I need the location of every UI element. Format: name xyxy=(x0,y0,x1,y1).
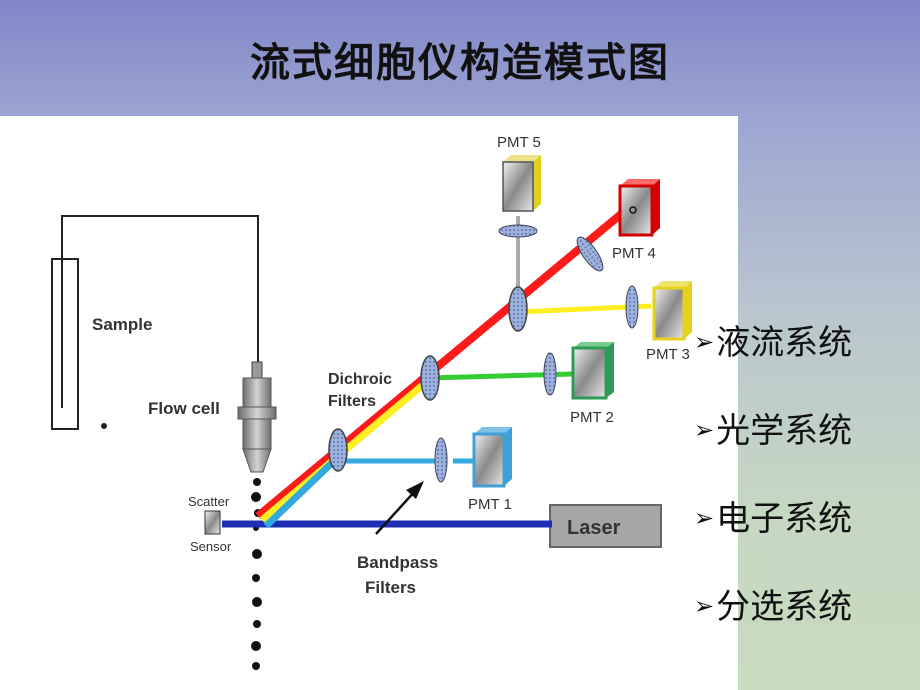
scatter-sensor-label-2: Sensor xyxy=(190,539,232,554)
slide-title: 流式细胞仪构造模式图 xyxy=(250,39,670,86)
bullet-item-electronics: ➢电子系统 xyxy=(694,491,920,541)
arrow-bullet-icon: ➢ xyxy=(694,504,715,532)
scatter-sensor-label-1: Scatter xyxy=(188,494,230,509)
pmt-4-detector xyxy=(618,179,660,237)
bandpass-label-1: Bandpass xyxy=(357,553,438,572)
pmt-1-detector xyxy=(472,427,512,488)
sample-tube xyxy=(51,215,259,430)
laser-label: Laser xyxy=(567,517,621,539)
bandpass-filters xyxy=(434,224,639,483)
flow-cell-label: Flow cell xyxy=(148,399,220,418)
flow-cell xyxy=(237,361,277,473)
bullet-text: 电子系统 xyxy=(716,499,853,539)
pmt-3-label: PMT 3 xyxy=(646,346,690,363)
scatter-sensor xyxy=(204,510,221,535)
bullet-item-optics: ➢光学系统 xyxy=(694,403,920,453)
pmt-1-label: PMT 1 xyxy=(468,496,512,513)
bullet-item-fluidics: ➢液流系统 xyxy=(694,315,920,365)
bandpass-label-2: Filters xyxy=(365,578,416,597)
pmt-5-label: PMT 5 xyxy=(497,134,541,151)
pmt-2-label: PMT 2 xyxy=(570,409,614,426)
pmt-3-detector xyxy=(652,281,692,341)
bullet-text: 光学系统 xyxy=(716,411,853,451)
arrow-bullet-icon: ➢ xyxy=(694,328,715,356)
diagram-svg: Sample Flow cell Laser Scatter Sensor xyxy=(51,134,692,670)
laser-source xyxy=(549,504,662,548)
bullet-text: 分选系统 xyxy=(716,587,853,627)
flow-cytometer-diagram: Sample Flow cell Laser Scatter Sensor xyxy=(0,116,738,690)
bandpass-pointer-arrow xyxy=(375,481,424,535)
dichroic-filters xyxy=(328,286,528,472)
dichroic-label-2: Filters xyxy=(328,393,376,410)
cell-stream xyxy=(251,478,262,670)
sample-label: Sample xyxy=(92,315,152,334)
pmt-4-label: PMT 4 xyxy=(612,245,656,262)
pmt-2-detector xyxy=(571,342,614,400)
bullet-text: 液流系统 xyxy=(716,323,853,363)
dichroic-label-1: Dichroic xyxy=(328,371,392,388)
pmt-5-detector xyxy=(502,155,541,212)
arrow-bullet-icon: ➢ xyxy=(694,592,715,620)
bullet-item-sorting: ➢分选系统 xyxy=(694,579,920,629)
arrow-bullet-icon: ➢ xyxy=(694,416,715,444)
